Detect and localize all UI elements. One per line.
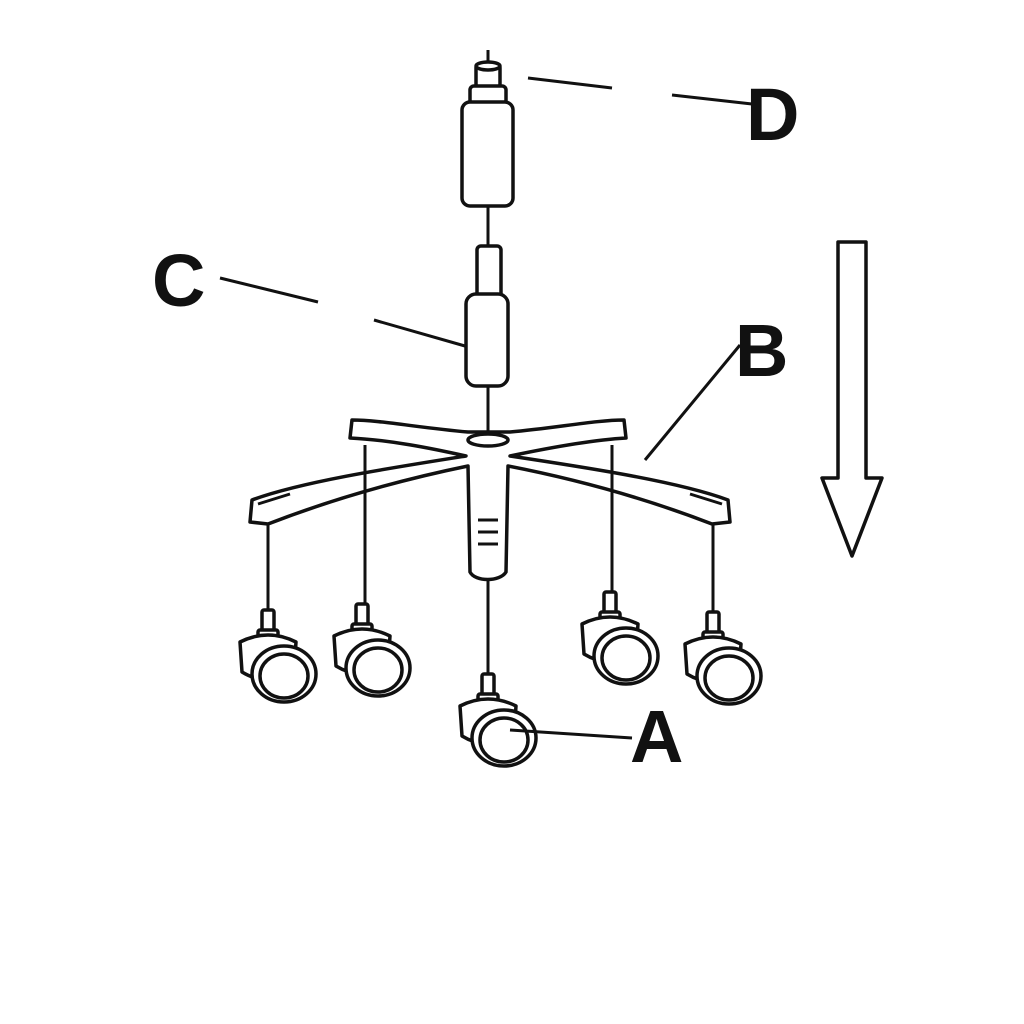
caster-wheel	[458, 672, 538, 768]
caster-wheel	[238, 608, 318, 704]
cylinder-sleeve-part-c	[464, 244, 510, 388]
label-a: A	[630, 695, 683, 778]
gas-cylinder-part-d	[460, 60, 515, 208]
casters-part-a	[238, 590, 763, 768]
caster-wheel	[683, 610, 763, 706]
caster-wheel	[580, 590, 660, 686]
label-d: D	[746, 73, 799, 156]
leader-lines	[219, 76, 753, 740]
caster-wheel	[332, 602, 412, 698]
label-b: B	[735, 309, 788, 392]
caster-guide-lines	[266, 445, 715, 614]
star-base-part-b	[248, 418, 732, 582]
down-arrow-icon	[820, 240, 884, 558]
label-c: C	[152, 239, 205, 322]
